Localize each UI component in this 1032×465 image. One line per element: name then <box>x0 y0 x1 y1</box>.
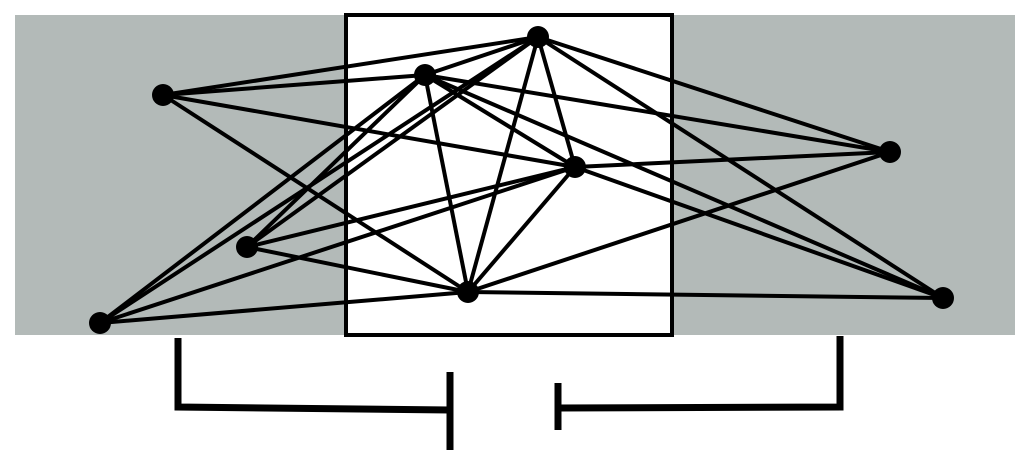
edge-B-C <box>424 35 539 77</box>
bracket-right-line <box>557 336 844 412</box>
edge-H-I <box>467 290 944 300</box>
node-G <box>89 312 111 334</box>
edge-A-B <box>162 73 426 97</box>
bracket-right <box>554 336 844 430</box>
edge-C-F <box>245 35 540 249</box>
node-D <box>564 156 586 178</box>
nodes <box>89 26 954 334</box>
edge-D-F <box>246 165 576 249</box>
node-I <box>932 287 954 309</box>
edge-B-I <box>424 73 944 300</box>
bracket-left-line <box>174 338 451 414</box>
inner-region-box <box>344 13 674 337</box>
node-C <box>527 26 549 48</box>
edge-C-E <box>537 35 891 154</box>
edge-E-H <box>467 150 891 294</box>
node-B <box>414 64 436 86</box>
edge-D-E <box>574 150 891 169</box>
edge-A-H <box>161 93 470 294</box>
edge-D-H <box>466 165 577 294</box>
edges <box>98 35 945 325</box>
edge-C-I <box>536 35 945 300</box>
edge-A-C <box>162 35 539 97</box>
edge-B-D <box>423 73 577 169</box>
edge-C-H <box>466 36 540 293</box>
edge-B-F <box>245 73 427 249</box>
edge-D-G <box>99 165 576 325</box>
node-E <box>879 141 901 163</box>
edge-C-D <box>536 36 577 168</box>
node-A <box>152 84 174 106</box>
edge-G-H <box>99 290 469 325</box>
edge-B-G <box>98 73 427 325</box>
edge-F-H <box>246 245 469 294</box>
node-F <box>236 236 258 258</box>
bracket-left <box>174 338 454 450</box>
node-H <box>457 281 479 303</box>
edge-C-G <box>98 35 540 325</box>
edge-D-I <box>574 165 944 300</box>
